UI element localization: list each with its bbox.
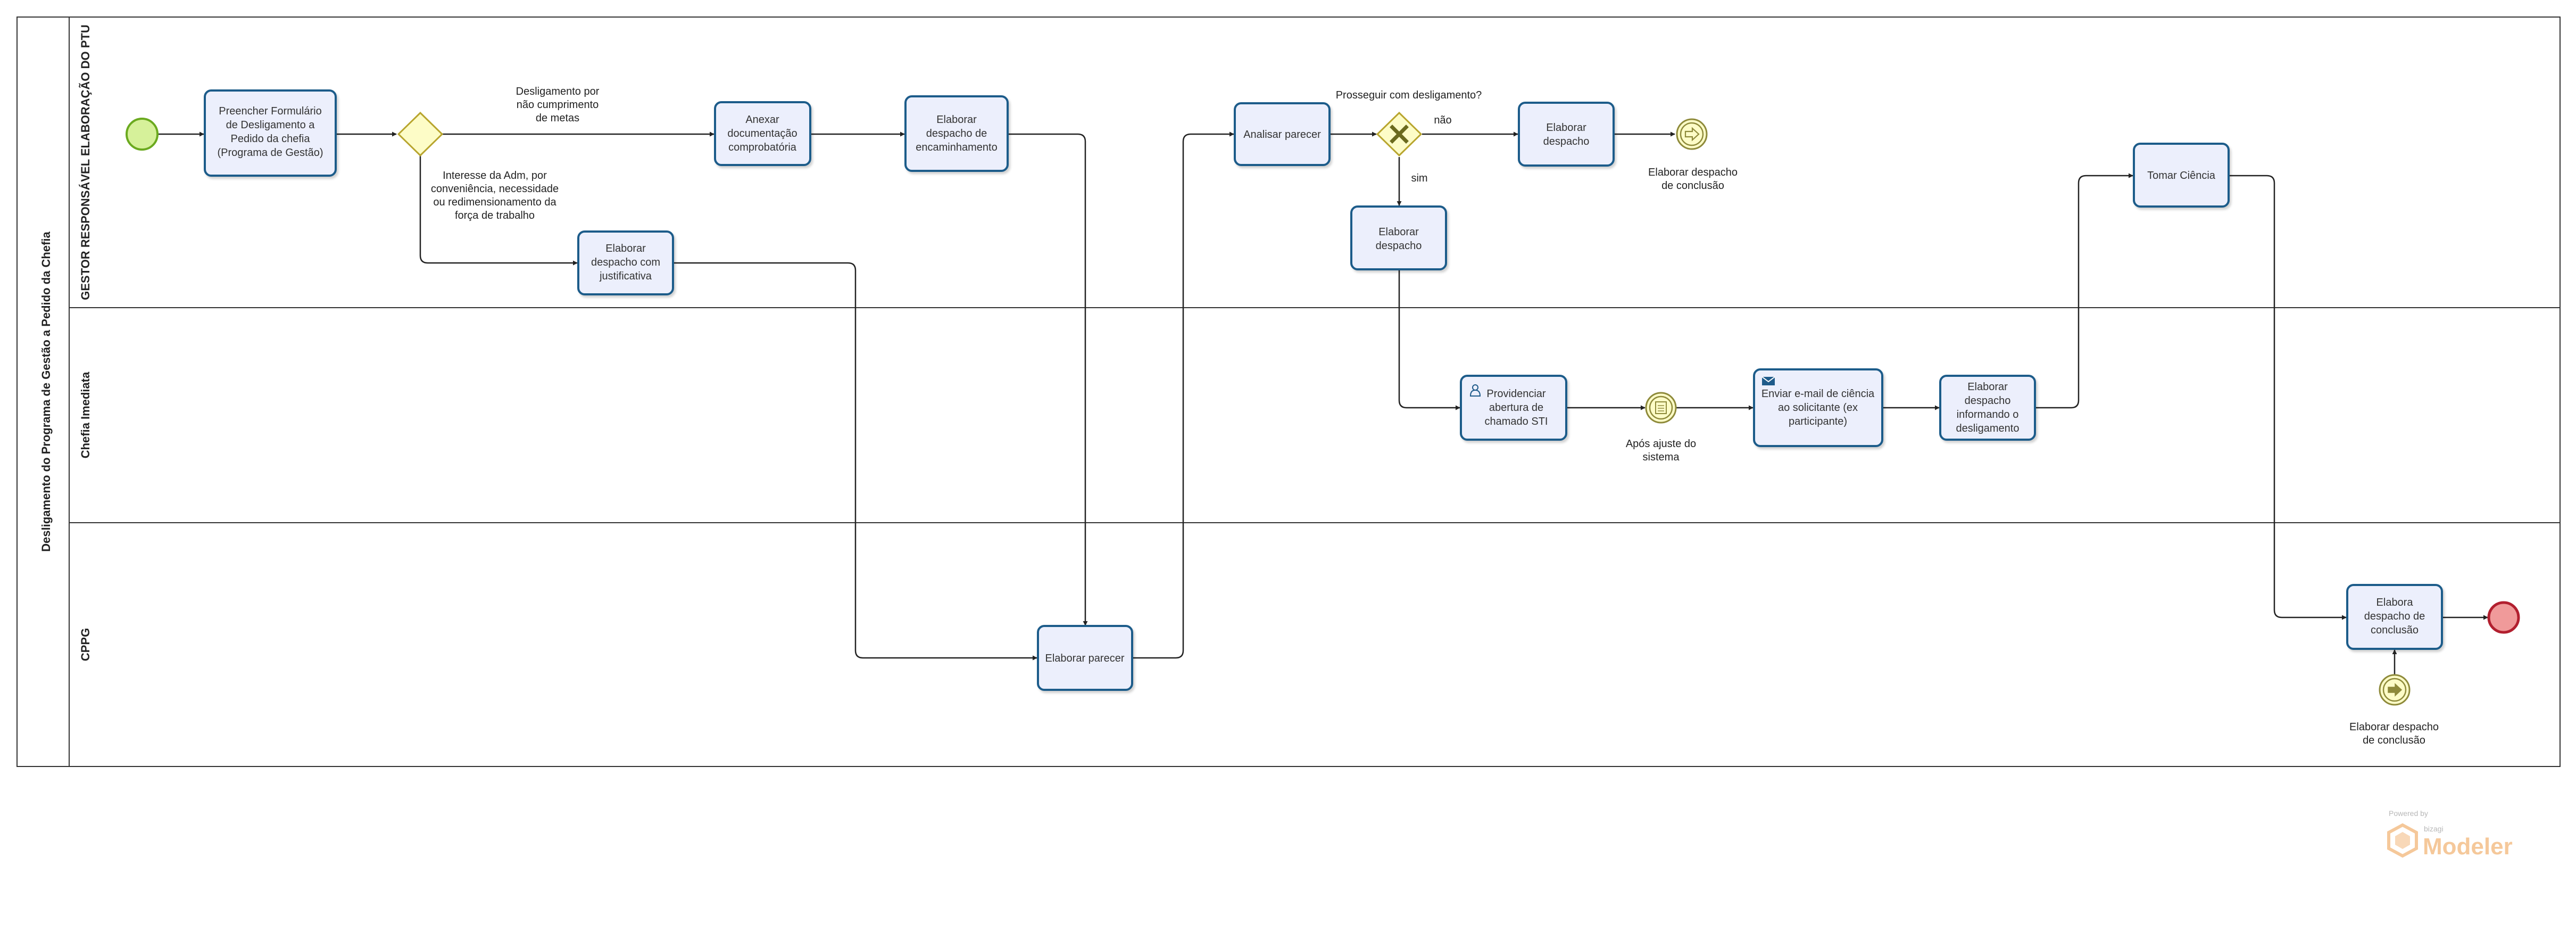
label-nao: não (1434, 114, 1451, 126)
flow-tomar-conclusao (2230, 175, 2347, 620)
task-despacho-nao-line-2: despacho (1543, 136, 1590, 147)
task-despacho-sim-line-1: Elaborar (1378, 226, 1419, 238)
branding-powered: Powered by (2389, 809, 2428, 818)
gateway-inclusive[interactable] (397, 111, 444, 157)
label-apos-ajuste: Após ajuste do sistema (1626, 438, 1696, 463)
sequence-flows (158, 131, 2488, 679)
task-justificativa-line-3: justificativa (599, 270, 652, 282)
label-interesse-line-2: conveniência, necessidade (431, 183, 559, 195)
label-link-conclusao-line-2: de conclusão (2363, 735, 2425, 746)
flow-encaminhamento-parecer (1009, 133, 1088, 626)
task-encaminhamento-line-2: despacho de (926, 128, 987, 139)
label-metas-line-1: Desligamento por (516, 86, 600, 97)
task-analisar-line-1: Analisar parecer (1243, 129, 1321, 141)
end-event[interactable] (2487, 601, 2520, 634)
label-apos-ajuste-line-2: sistema (1643, 451, 1680, 463)
label-link-conclusao: Elaborar despacho de conclusão (2349, 721, 2439, 746)
task-providenciar-line-3: chamado STI (1485, 416, 1548, 427)
task-anexar-line-2: documentação (727, 128, 797, 139)
bizagi-branding: Powered by bizagi Modeler (2387, 809, 2513, 860)
task-analisar[interactable]: Analisar parecer (1234, 102, 1331, 166)
label-interesse-line-3: ou redimensionamento da (433, 196, 556, 208)
task-justificativa-line-2: despacho com (591, 257, 660, 268)
end-link-event[interactable] (1676, 118, 1708, 150)
label-end-conclusao-line-1: Elaborar despacho (1648, 167, 1738, 178)
timer-icon (1655, 401, 1667, 414)
task-justificativa-line-1: Elaborar (605, 243, 646, 254)
branding-modeler: Modeler (2423, 834, 2513, 860)
task-anexar[interactable]: Anexar documentação comprobatória (714, 101, 811, 166)
task-parecer-line-1: Elaborar parecer (1045, 653, 1125, 664)
bizagi-logo-icon (2387, 823, 2418, 858)
label-metas-line-3: de metas (536, 112, 579, 124)
task-despacho-sim[interactable]: Elaborar despacho (1350, 205, 1447, 270)
task-preencher-line-1: Preencher Formulário (219, 105, 321, 117)
start-event[interactable] (126, 118, 159, 151)
flow-informando-tomar (2036, 173, 2133, 409)
user-task-icon (1469, 384, 1481, 397)
flow-justificativa-parecer (674, 262, 1037, 661)
pool-title: Desligamento do Programa de Gestão a Ped… (39, 232, 53, 552)
x-mark-icon (1390, 125, 1409, 144)
task-informando[interactable]: Elaborar despacho informando o desligame… (1939, 375, 2036, 441)
task-conclusao-line-2: despacho de (2364, 611, 2425, 622)
task-conclusao-line-3: conclusão (2371, 624, 2419, 636)
link-arrow-filled-icon (2388, 683, 2403, 697)
task-providenciar[interactable]: Providenciar abertura de chamado STI (1460, 375, 1567, 441)
label-metas-line-2: não cumprimento (517, 99, 599, 111)
task-informando-line-4: desligamento (1956, 423, 2020, 434)
task-preencher[interactable]: Preencher Formulário de Desligamento a P… (204, 89, 337, 177)
label-end-conclusao-line-2: de conclusão (1661, 180, 1724, 192)
lane-title-chefia: Chefia Imediata (79, 372, 92, 458)
task-parecer[interactable]: Elaborar parecer (1037, 625, 1133, 691)
task-despacho-nao-line-1: Elaborar (1546, 122, 1586, 134)
task-preencher-line-2: de Desligamento a (226, 119, 315, 131)
task-enviar-email-line-2: ao solicitante (ex (1778, 402, 1858, 414)
label-apos-ajuste-line-1: Após ajuste do (1626, 438, 1696, 450)
task-despacho-sim-line-2: despacho (1376, 240, 1422, 252)
task-encaminhamento-line-1: Elaborar (936, 114, 977, 126)
task-conclusao[interactable]: Elabora despacho de conclusão (2346, 584, 2443, 650)
task-informando-line-1: Elaborar (1967, 381, 2008, 393)
task-encaminhamento-line-3: encaminhamento (916, 142, 997, 153)
task-tomar-ciencia-line-1: Tomar Ciência (2147, 170, 2216, 182)
task-enviar-email[interactable]: Enviar e-mail de ciência ao solicitante … (1753, 368, 1883, 447)
lane-title-cppg: CPPG (79, 628, 92, 661)
gateway-exclusive[interactable] (1376, 111, 1423, 157)
send-message-icon (1761, 376, 1775, 385)
task-informando-line-2: despacho (1965, 395, 2011, 407)
flow-sim-providenciar (1398, 270, 1460, 410)
task-anexar-line-3: comprobatória (728, 142, 797, 153)
label-prosseguir: Prosseguir com desligamento? (1336, 89, 1482, 101)
label-metas: Desligamento por não cumprimento de meta… (516, 86, 600, 124)
task-informando-line-3: informando o (1957, 409, 2019, 420)
label-interesse-line-4: força de trabalho (455, 210, 535, 221)
link-arrow-icon (1684, 127, 1700, 142)
label-end-conclusao: Elaborar despacho de conclusão (1648, 167, 1738, 192)
branding-bizagi: bizagi (2424, 824, 2444, 833)
label-interesse-line-1: Interesse da Adm, por (443, 170, 547, 182)
task-despacho-nao[interactable]: Elaborar despacho (1518, 102, 1615, 167)
task-encaminhamento[interactable]: Elaborar despacho de encaminhamento (904, 95, 1009, 172)
task-conclusao-line-1: Elabora (2376, 597, 2414, 608)
lane-title-gestor: GESTOR RESPONSÁVEL ELABORAÇÃO DO PTU (79, 24, 92, 300)
task-preencher-line-3: Pedido da chefia (230, 133, 310, 145)
flow-gateway-justificativa (419, 155, 578, 266)
task-tomar-ciencia[interactable]: Tomar Ciência (2133, 143, 2230, 208)
task-anexar-line-1: Anexar (745, 114, 779, 126)
task-enviar-email-line-3: participante) (1789, 416, 1847, 427)
link-catch-event[interactable] (2379, 674, 2411, 706)
task-justificativa[interactable]: Elaborar despacho com justificativa (577, 230, 674, 295)
task-providenciar-line-1: Providenciar (1486, 388, 1546, 400)
task-enviar-email-line-1: Enviar e-mail de ciência (1761, 388, 1875, 400)
label-sim: sim (1411, 172, 1427, 184)
task-preencher-line-4: (Programa de Gestão) (218, 147, 323, 159)
task-providenciar-line-2: abertura de (1489, 402, 1543, 414)
flow-parecer-analisar (1133, 131, 1234, 659)
label-link-conclusao-line-1: Elaborar despacho (2349, 721, 2439, 733)
label-interesse: Interesse da Adm, por conveniência, nece… (431, 170, 559, 221)
timer-event[interactable] (1645, 392, 1677, 424)
